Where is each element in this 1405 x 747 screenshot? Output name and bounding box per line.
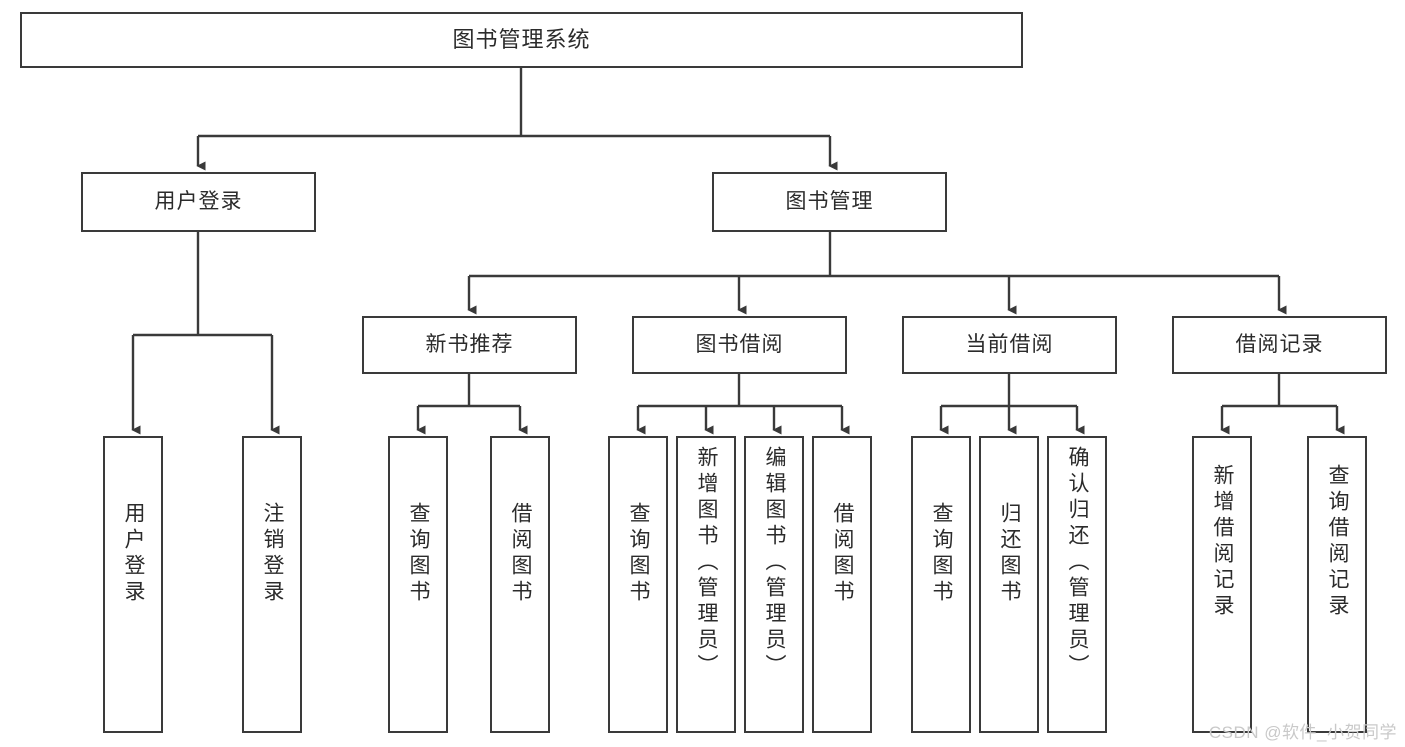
leaf-user-login-1[interactable]: 用户登录 [103, 436, 163, 733]
leaf-book-borrow-3-label: 编辑图书（管理员） [763, 446, 787, 680]
node-current-borrow[interactable]: 当前借阅 [902, 316, 1117, 374]
node-current-borrow-label: 当前借阅 [965, 333, 1054, 357]
leaf-book-borrow-4-label: 借阅图书 [831, 502, 855, 606]
node-user-login[interactable]: 用户登录 [81, 172, 316, 232]
leaf-book-borrow-1-label: 查询图书 [627, 502, 651, 606]
node-new-book-recommend[interactable]: 新书推荐 [362, 316, 577, 374]
leaf-borrow-record-1[interactable]: 新增借阅记录 [1192, 436, 1252, 733]
node-user-login-label: 用户登录 [154, 190, 243, 214]
leaf-current-borrow-3[interactable]: 确认归还（管理员） [1047, 436, 1107, 733]
leaf-new-book-2[interactable]: 借阅图书 [490, 436, 550, 733]
leaf-user-login-2-label: 注销登录 [261, 502, 285, 606]
leaf-book-borrow-2-label: 新增图书（管理员） [695, 446, 719, 680]
node-root-label: 图书管理系统 [452, 26, 591, 52]
leaf-user-login-2[interactable]: 注销登录 [242, 436, 302, 733]
node-book-borrow-label: 图书借阅 [695, 333, 784, 357]
leaf-borrow-record-2-label: 查询借阅记录 [1326, 464, 1350, 620]
leaf-current-borrow-3-label: 确认归还（管理员） [1066, 446, 1090, 680]
leaf-current-borrow-1[interactable]: 查询图书 [911, 436, 971, 733]
leaf-new-book-1-label: 查询图书 [407, 502, 431, 606]
leaf-current-borrow-1-label: 查询图书 [930, 502, 954, 606]
leaf-book-borrow-3[interactable]: 编辑图书（管理员） [744, 436, 804, 733]
node-book-borrow[interactable]: 图书借阅 [632, 316, 847, 374]
leaf-current-borrow-2-label: 归还图书 [998, 502, 1022, 606]
leaf-new-book-2-label: 借阅图书 [509, 502, 533, 606]
leaf-borrow-record-2[interactable]: 查询借阅记录 [1307, 436, 1367, 733]
leaf-new-book-1[interactable]: 查询图书 [388, 436, 448, 733]
leaf-book-borrow-4[interactable]: 借阅图书 [812, 436, 872, 733]
node-book-management[interactable]: 图书管理 [712, 172, 947, 232]
watermark: CSDN @软件_小贺同学 [1208, 723, 1397, 742]
node-new-book-recommend-label: 新书推荐 [425, 333, 514, 357]
leaf-borrow-record-1-label: 新增借阅记录 [1211, 464, 1235, 620]
leaf-current-borrow-2[interactable]: 归还图书 [979, 436, 1039, 733]
leaf-book-borrow-2[interactable]: 新增图书（管理员） [676, 436, 736, 733]
node-book-management-label: 图书管理 [785, 190, 874, 214]
node-borrow-record-label: 借阅记录 [1235, 333, 1324, 357]
node-borrow-record[interactable]: 借阅记录 [1172, 316, 1387, 374]
node-root[interactable]: 图书管理系统 [20, 12, 1023, 68]
leaf-book-borrow-1[interactable]: 查询图书 [608, 436, 668, 733]
leaf-user-login-1-label: 用户登录 [122, 502, 146, 606]
